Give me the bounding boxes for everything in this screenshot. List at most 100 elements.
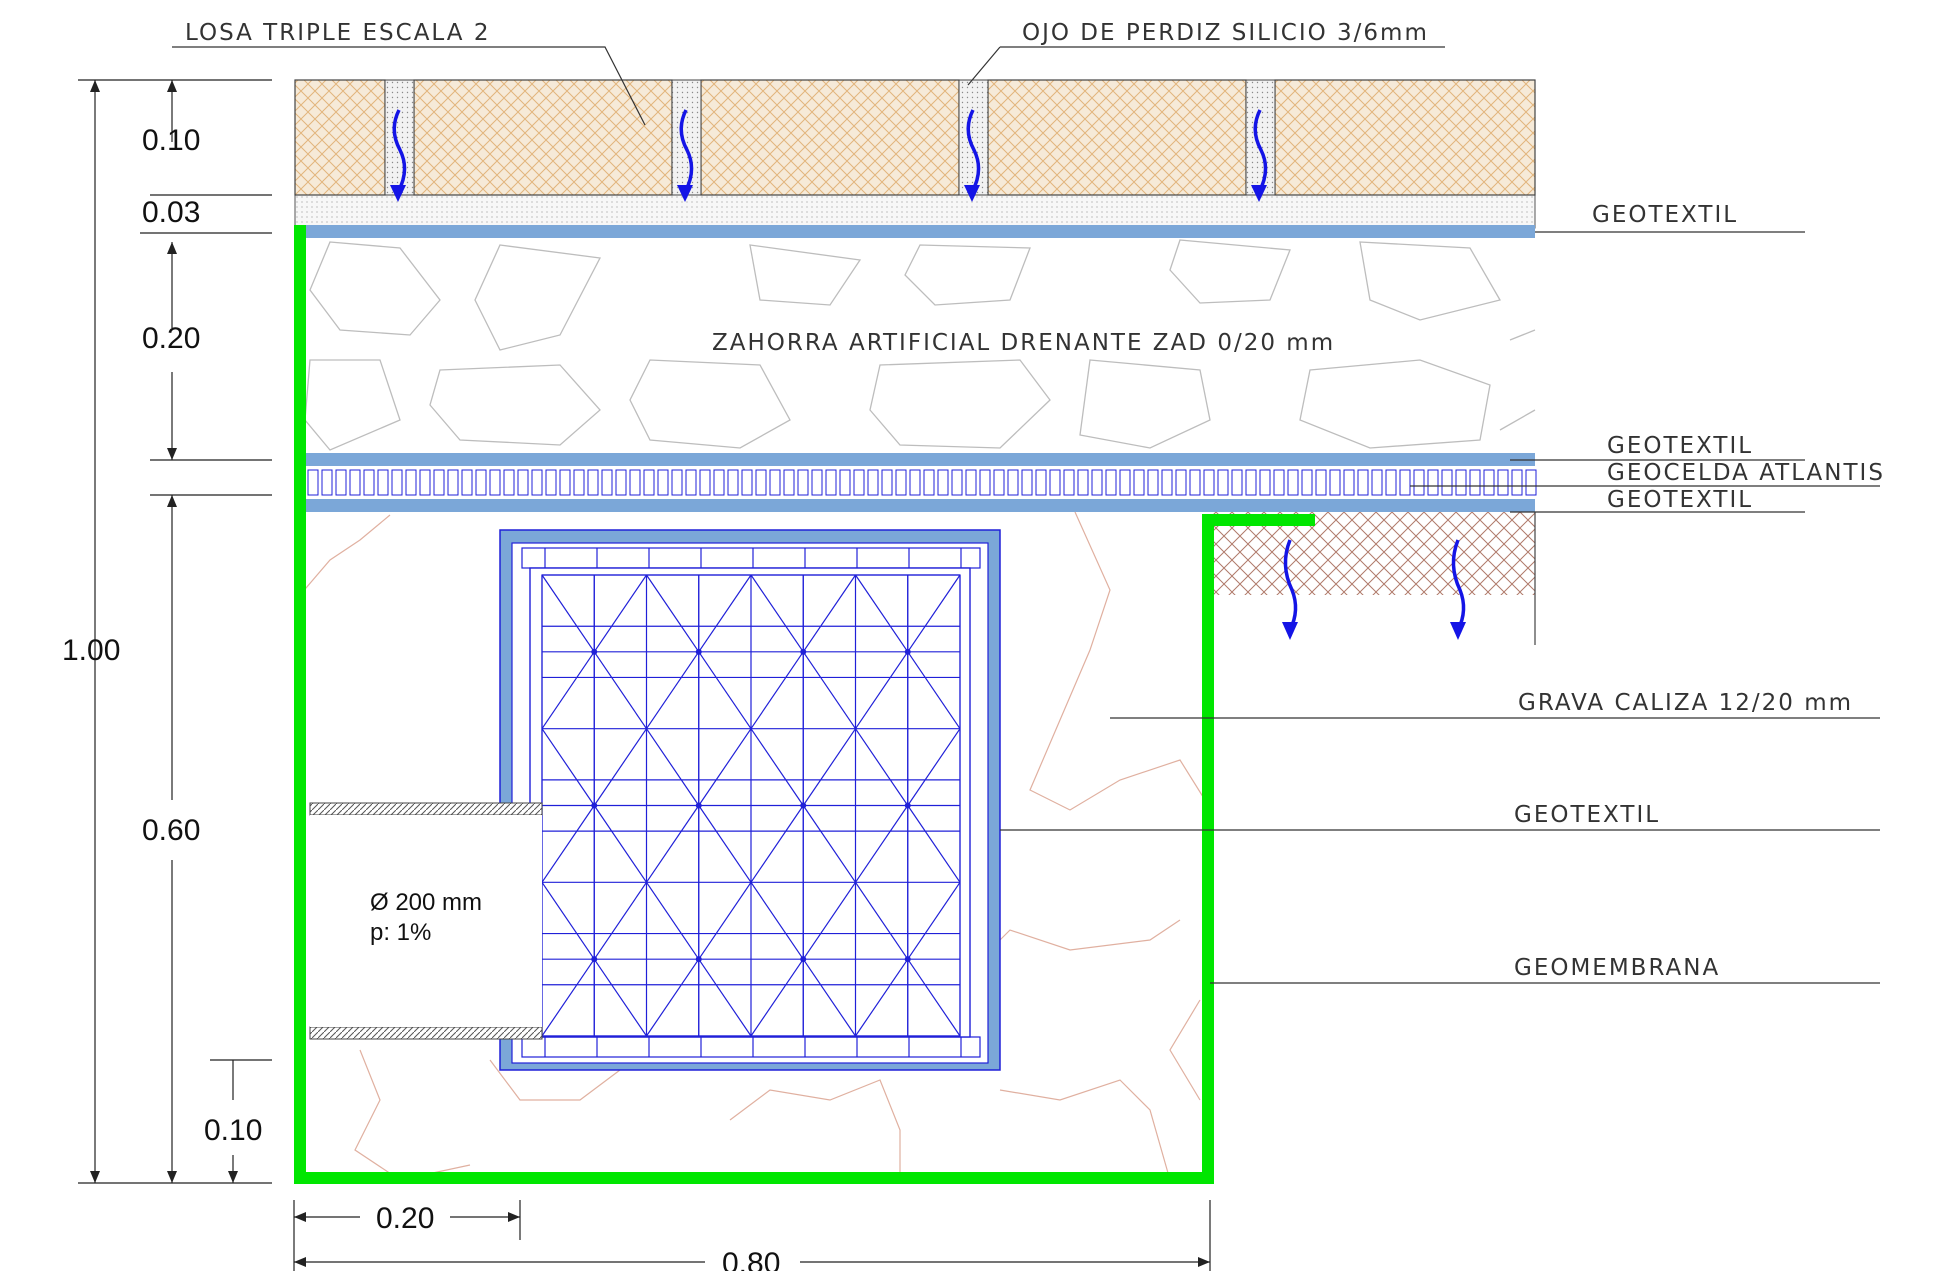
module-brace [750, 651, 804, 730]
geocelda-cell [1497, 469, 1509, 496]
module-brace [802, 805, 856, 883]
slab-1 [294, 79, 386, 196]
geocelda-cell [657, 469, 669, 496]
module-brace [907, 881, 961, 960]
geocelda-cell [1035, 469, 1047, 496]
drain-arrow-icon [1253, 109, 1268, 193]
geocelda-cell [615, 469, 627, 496]
module-node [695, 956, 702, 963]
geocelda-cell [587, 469, 599, 496]
module-node [695, 802, 702, 809]
geocelda-cell [1245, 469, 1257, 496]
geocelda-cell [713, 469, 725, 496]
stone [1079, 359, 1211, 449]
drain-arrow-icon [1283, 539, 1298, 631]
module-brace [541, 958, 595, 1037]
geocelda-cell [937, 469, 949, 496]
module-node [800, 956, 807, 963]
geocelda-cell [1371, 469, 1383, 496]
module-brace [698, 651, 752, 730]
joint-fill-2 [671, 79, 702, 196]
geocelda-cell [461, 469, 473, 496]
label-geotextil-box: GEOTEXTIL [1514, 802, 1660, 828]
geocelda-cell [965, 469, 977, 496]
geocelda-cell [839, 469, 851, 496]
geocelda-cell [545, 469, 557, 496]
module-brace [802, 958, 856, 1037]
module-node [800, 802, 807, 809]
module-brace [802, 574, 856, 653]
geocelda-cell [1077, 469, 1089, 496]
geocelda-cell [1357, 469, 1369, 496]
geocelda-cell [475, 469, 487, 496]
slab-2 [413, 79, 673, 196]
geomembrana-liner [294, 225, 1315, 1184]
drain-arrow-icon [1451, 539, 1466, 631]
geocelda-cell [909, 469, 921, 496]
geocelda-cell [1329, 469, 1341, 496]
module-brace [750, 728, 804, 806]
geocelda-cell [643, 469, 655, 496]
leader-lines [172, 46, 1880, 984]
module-brace [855, 958, 909, 1037]
arrowhead [1450, 622, 1466, 640]
geotextil-low [300, 499, 1535, 512]
module-node [904, 956, 911, 963]
module-node [904, 648, 911, 655]
dim-bedding-thickness: 0.03 [142, 196, 200, 229]
label-ojo-de-perdiz: OJO DE PERDIZ SILICIO 3/6mm [1022, 20, 1429, 46]
geocelda-cell [769, 469, 781, 496]
geocelda-cell [1287, 469, 1299, 496]
module-brace [907, 805, 961, 883]
slab-5 [1274, 79, 1536, 196]
geocelda-cell [1385, 469, 1397, 496]
dimension-arrowheads [90, 80, 1210, 1267]
label-geomembrana: GEOMEMBRANA [1514, 955, 1720, 981]
geocelda-cell [1105, 469, 1117, 496]
geocelda-cell [1217, 469, 1229, 496]
module-node [591, 802, 598, 809]
module-brace [750, 574, 804, 653]
geocelda-cell [895, 469, 907, 496]
dim-gravel-depth: 0.60 [142, 814, 200, 847]
label-losa: LOSA TRIPLE ESCALA 2 [185, 20, 490, 46]
module-brace [907, 574, 961, 653]
dim-wall-width: 0.20 [376, 1202, 434, 1235]
arrowhead [390, 185, 406, 202]
module-brace [541, 574, 595, 653]
label-geotextil-mid: GEOTEXTIL [1607, 433, 1753, 459]
stone [749, 244, 862, 306]
drain-arrow-icon [679, 109, 694, 193]
pipe-wall-bottom [309, 1026, 543, 1040]
geocelda-cell [1273, 469, 1285, 496]
geocelda-cell [1049, 469, 1061, 496]
geocelda-cell [321, 469, 333, 496]
module-brace [698, 574, 752, 653]
geocelda-cell [979, 469, 991, 496]
geocelda-cell [629, 469, 641, 496]
geocelda-cell [363, 469, 375, 496]
module-brace [907, 651, 961, 730]
module-node [591, 648, 598, 655]
geocelda-cell [1203, 469, 1215, 496]
geocelda-cell [1343, 469, 1355, 496]
geocelda-cell [307, 469, 319, 496]
geocelda-cell [1413, 469, 1425, 496]
stone [629, 359, 791, 449]
geocelda-cell [447, 469, 459, 496]
module-node [904, 802, 911, 809]
stone [474, 244, 602, 351]
arrowhead [1282, 622, 1298, 640]
stone [429, 364, 601, 446]
drain-arrow-icon [966, 109, 981, 193]
module-brace [646, 805, 700, 883]
geocelda-cell [685, 469, 697, 496]
stone [1169, 239, 1291, 304]
geocelda-cell [1399, 469, 1411, 496]
geocelda-cell [1483, 469, 1495, 496]
geocelda-cell [1259, 469, 1271, 496]
label-zahorra: ZAHORRA ARTIFICIAL DRENANTE ZAD 0/20 mm [712, 330, 1335, 356]
module-brace [802, 651, 856, 730]
arrowhead [677, 185, 693, 202]
dimension-lines [78, 79, 1211, 1271]
